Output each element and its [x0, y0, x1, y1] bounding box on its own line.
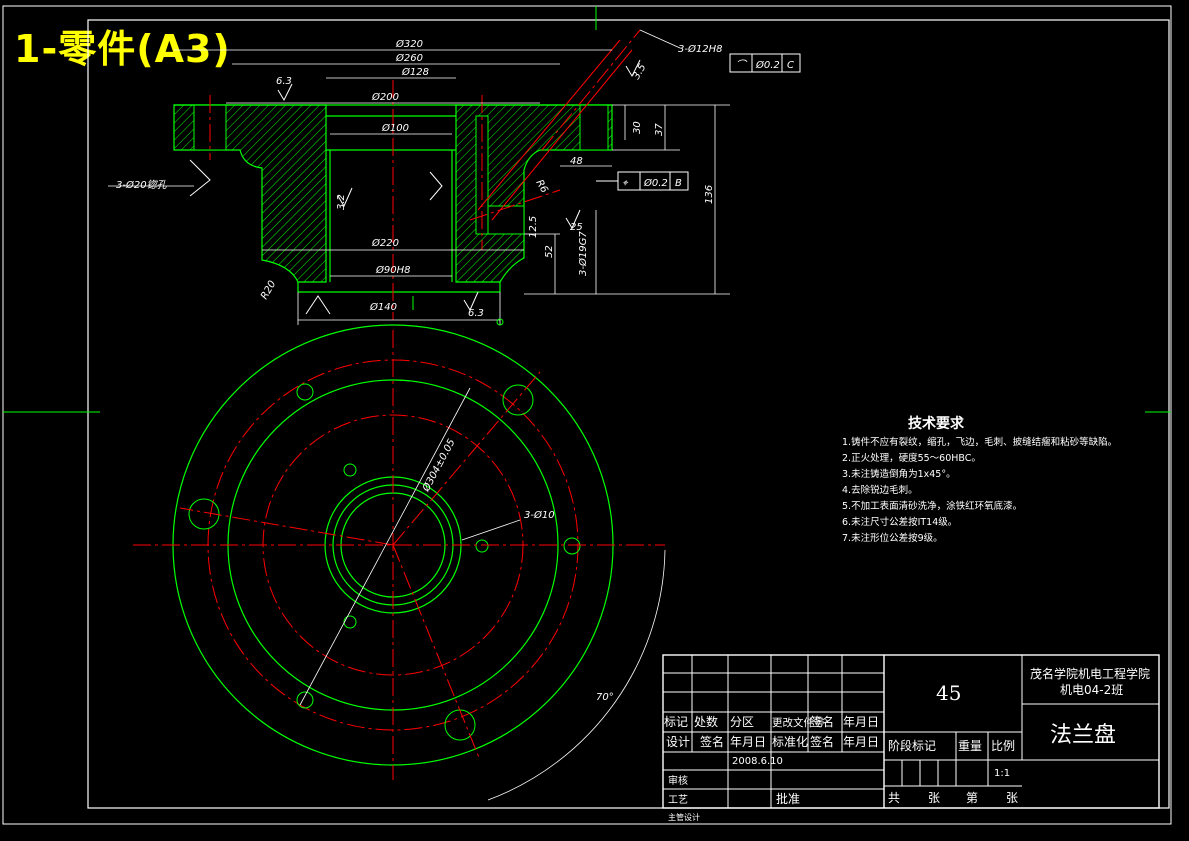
tb-sheet: 张: [1006, 791, 1018, 805]
position-symbol: ⌖: [622, 178, 629, 189]
tb-scale: 比例: [991, 739, 1015, 753]
tb-standard-sign: 签名: [810, 734, 834, 749]
plan-view: Ø304±0.05 3-Ø10 70°: [133, 324, 666, 801]
tb-review: 审核: [668, 774, 688, 787]
dim-d200: Ø200: [371, 91, 399, 103]
requirement-item: 1.铸件不应有裂纹，缩孔，飞边，毛刺、披缝结瘤和粘砂等缺陷。: [842, 436, 1117, 448]
dim-r20: R20: [259, 279, 278, 302]
dim-d128: Ø128: [401, 66, 429, 78]
dim-pin-ream: 3-Ø19G7: [577, 231, 589, 276]
section-view: Ø320 Ø260 Ø128 Ø200 Ø100 Ø220 Ø90H8 Ø140…: [108, 29, 801, 326]
tb-stage: 阶段标记: [888, 738, 936, 753]
dim-r6: R6: [533, 178, 549, 195]
requirement-item: 6.未注尺寸公差按IT14级。: [842, 516, 957, 528]
requirement-item: 5.不加工表面清砂洗净，涂铁红环氧底漆。: [842, 500, 1022, 512]
roughness-5: 12.5: [528, 216, 539, 238]
tb-change-doc: 更改文件号: [772, 716, 825, 729]
dim-d220: Ø220: [371, 237, 399, 249]
roughness-1: 6.3: [276, 76, 292, 87]
tb-design-sign: 签名: [700, 734, 724, 749]
requirements-title: 技术要求: [908, 415, 965, 432]
tb-weight: 重量: [958, 739, 982, 753]
part-name: 法兰盘: [1050, 723, 1116, 748]
sheet-title: 1-零件(A3): [14, 27, 231, 71]
tb-sign: 签名: [810, 714, 834, 729]
tb-count: 处数: [694, 714, 718, 729]
flatness-datum: C: [787, 60, 794, 71]
roughness-3: 6.3: [468, 308, 484, 319]
dim-small-holes: 3-Ø10: [524, 509, 555, 521]
class-name: 机电04-2班: [1060, 683, 1123, 697]
requirement-item: 7.未注形位公差按9级。: [842, 532, 943, 544]
section-right-hatch: [455, 104, 613, 283]
title-block: 45 茂名学院机电工程学院 机电04-2班 法兰盘 标记 处数 分区 更改文件号…: [662, 654, 1160, 822]
tb-main-designer: 主管设计: [668, 812, 700, 822]
dim-counterbore: 3-Ø20锪孔: [116, 179, 168, 191]
position-datum: B: [675, 178, 682, 189]
tb-date-value: 2008.6.10: [732, 756, 783, 767]
dim-bolt-circle: Ø304±0.05: [420, 437, 458, 494]
technical-requirements: 技术要求 1.铸件不应有裂纹，缩孔，飞边，毛刺、披缝结瘤和粘砂等缺陷。 2.正火…: [842, 415, 1117, 544]
tb-process: 工艺: [668, 794, 688, 806]
dim-angle: 70°: [596, 692, 614, 703]
dim-h136: 136: [704, 185, 715, 204]
tb-mark: 标记: [664, 715, 688, 729]
roughness-2: 3.2: [336, 194, 347, 210]
tb-zone: 分区: [730, 715, 754, 729]
dim-d260: Ø260: [395, 52, 423, 64]
tb-standard-date: 年月日: [843, 735, 879, 749]
tb-total: 共: [888, 791, 900, 805]
flatness-value: Ø0.2: [755, 59, 780, 71]
tb-approve: 批准: [776, 791, 800, 806]
requirement-item: 3.未注铸造倒角为1x45°。: [842, 468, 956, 480]
material: 45: [936, 681, 961, 705]
sheet-border: [2, 5, 1172, 825]
requirement-item: 4.去除锐边毛刺。: [842, 484, 918, 496]
tb-sheets: 张: [928, 791, 940, 805]
dim-h48: 48: [570, 156, 583, 167]
dim-h30: 30: [632, 121, 643, 134]
dim-h25: 25: [570, 222, 583, 233]
tb-date: 年月日: [843, 715, 879, 729]
dim-h37: 37: [654, 123, 665, 136]
dim-d140: Ø140: [369, 301, 397, 313]
tb-design: 设计: [666, 735, 690, 749]
dim-pin-holes: 3-Ø12H8: [678, 43, 722, 55]
tb-design-date: 年月日: [730, 735, 766, 749]
position-value: Ø0.2: [643, 177, 668, 189]
dim-d90: Ø90H8: [375, 264, 410, 276]
flatness-symbol: ⌒: [736, 59, 748, 71]
roughness-4: 3.5: [631, 62, 648, 81]
tb-scale-value: 1:1: [994, 768, 1010, 779]
dim-d320: Ø320: [395, 38, 423, 50]
school-name: 茂名学院机电工程学院: [1030, 666, 1150, 681]
tb-page: 第: [966, 791, 978, 805]
dim-d100: Ø100: [381, 122, 409, 134]
tb-standard: 标准化: [772, 735, 808, 749]
requirement-item: 2.正火处理，硬度55～60HBC。: [842, 452, 981, 464]
dim-h52: 52: [544, 245, 555, 258]
